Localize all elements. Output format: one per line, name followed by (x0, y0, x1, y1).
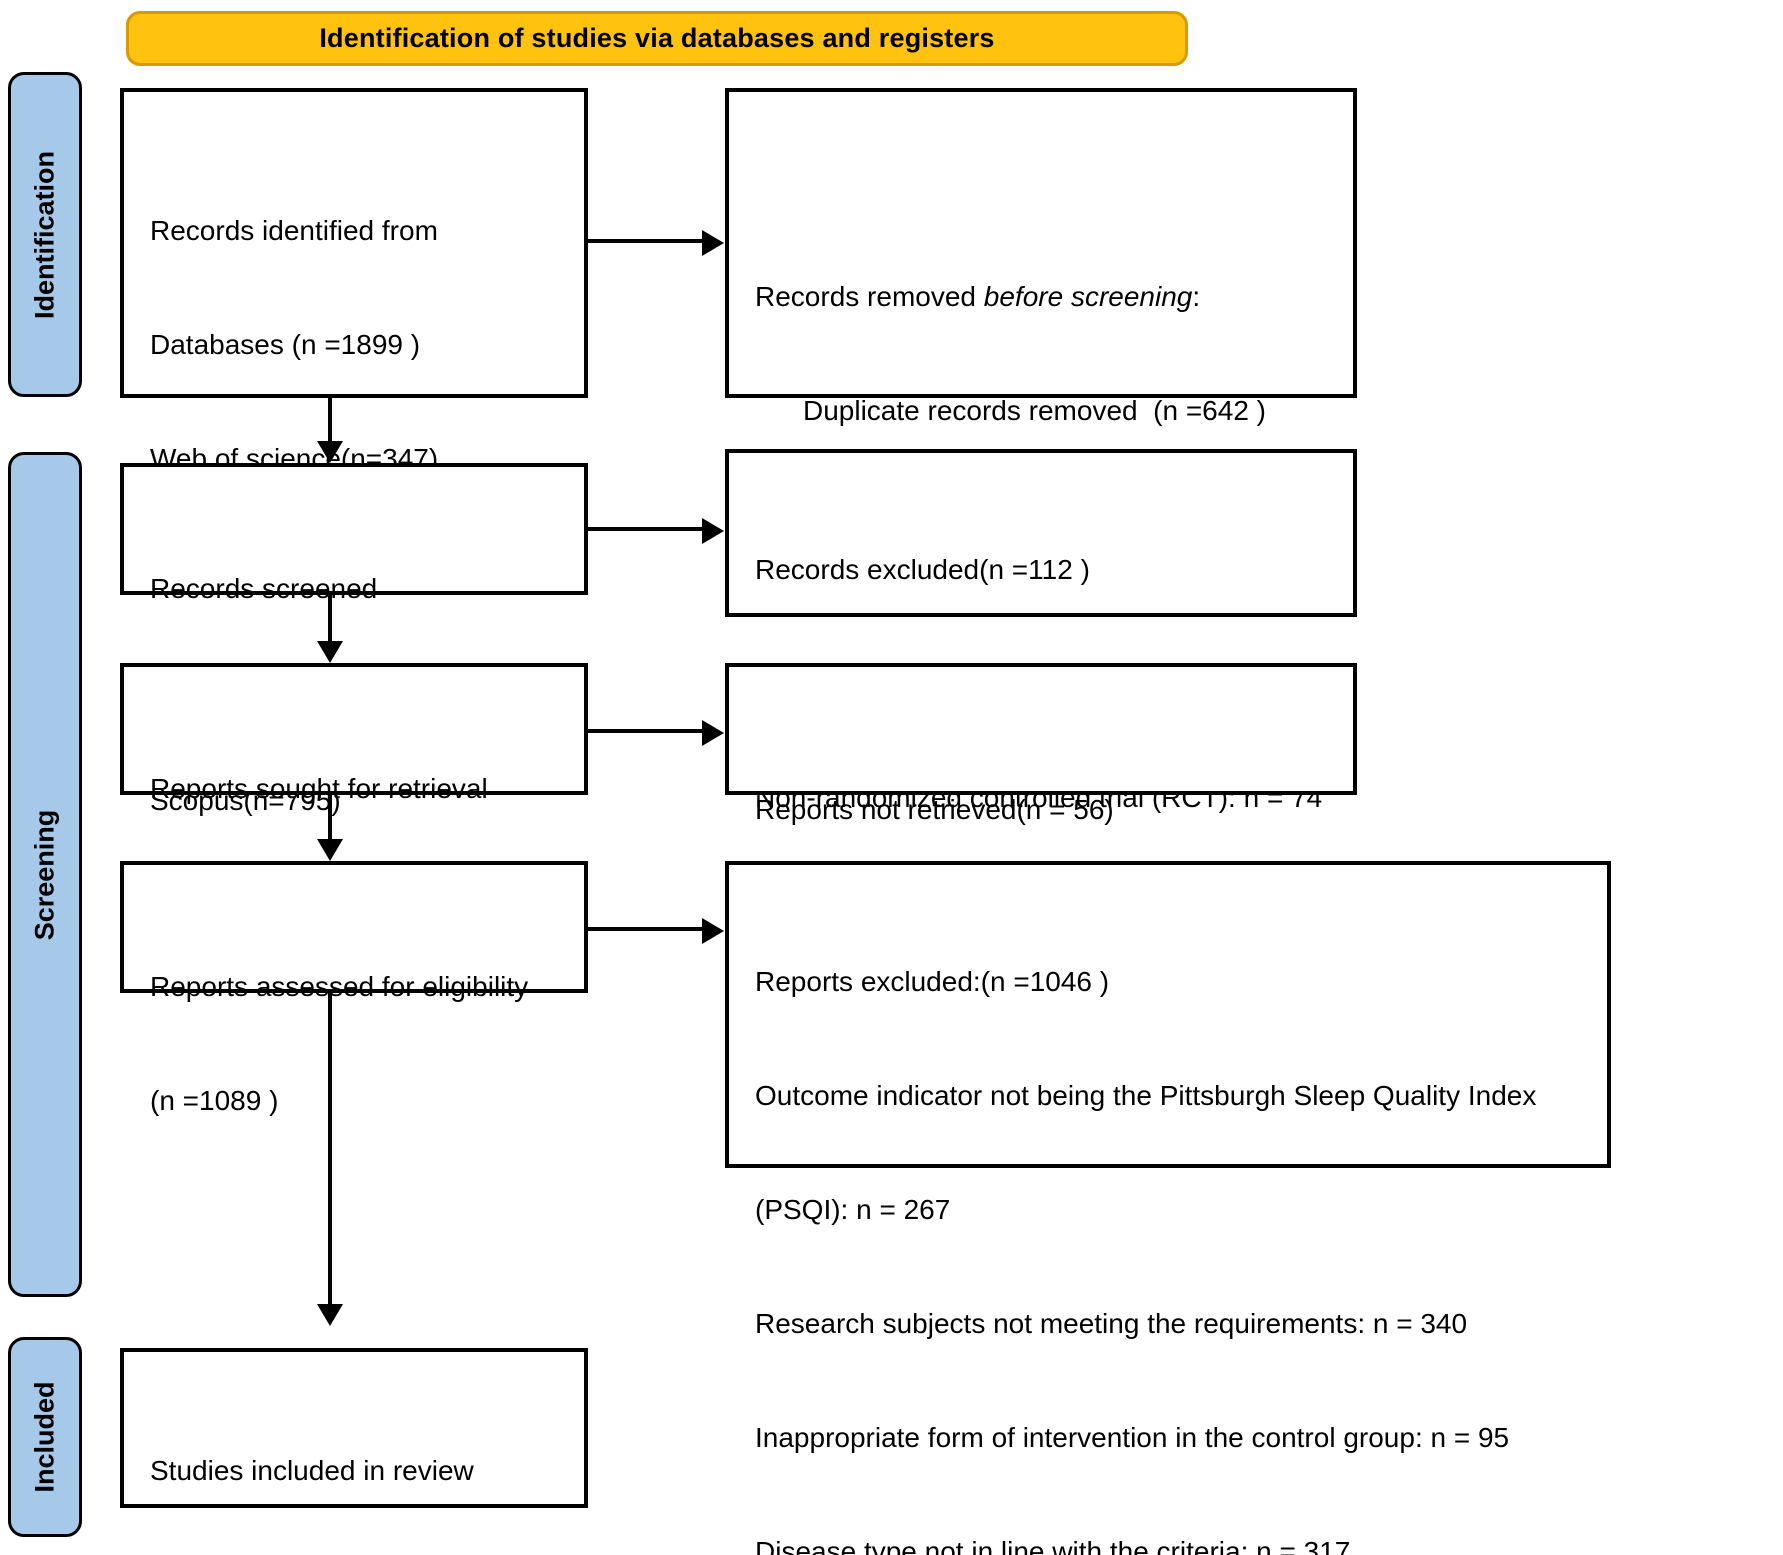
connector-assessed-to-reports-excluded (588, 927, 704, 931)
line: Records excluded(n =112 ) (755, 554, 1090, 585)
connector-sought-to-assessed (328, 795, 332, 839)
line: Inappropriate form of intervention in th… (755, 1422, 1510, 1453)
stage-included-text: Included (29, 1381, 60, 1493)
line: Outcome indicator not being the Pittsbur… (755, 1080, 1537, 1111)
arrowhead-down-icon (317, 641, 343, 663)
reports-not-retrieved-text: Reports not retrieved(n = 56) (755, 715, 1339, 905)
line: Research subjects not meeting the requir… (755, 1308, 1468, 1339)
line: Records identified from (150, 215, 438, 246)
stage-label-included: Included (8, 1337, 82, 1537)
line: Disease type not in line with the criter… (755, 1536, 1351, 1555)
arrowhead-right-icon (702, 918, 724, 944)
records-screened-box: Records screened (n = 1257) (120, 463, 588, 718)
line-italic-emphasis: before screening (983, 281, 1193, 312)
arrowhead-down-icon (317, 839, 343, 861)
arrowhead-right-icon (702, 230, 724, 256)
arrowhead-right-icon (702, 518, 724, 544)
connector-identified-to-removed (588, 239, 704, 243)
line: Records screened (150, 573, 378, 604)
line: Databases (n =1899 ) (150, 329, 421, 360)
line-suffix: : (1192, 281, 1201, 312)
records-identified-box: Records identified from Databases (n =18… (120, 88, 588, 930)
line: (n =1089 ) (150, 1085, 279, 1116)
studies-included-box: Studies included in review (n = 43) Repo… (120, 1348, 588, 1508)
reports-assessed-box: Reports assessed for eligibility (n =108… (120, 861, 588, 1116)
line-prefix: Records removed (755, 281, 984, 312)
line: Reports excluded:(n =1046 ) (755, 966, 1110, 997)
line: Reports not retrieved(n = 56) (755, 794, 1114, 825)
records-excluded-box: Records excluded(n =112 ) Non-English li… (725, 449, 1357, 927)
stage-label-identification: Identification (8, 72, 82, 397)
connector-screened-to-excluded (588, 527, 704, 531)
connector-assessed-to-included (328, 993, 332, 1304)
reports-excluded-box: Reports excluded:(n =1046 ) Outcome indi… (725, 861, 1611, 1555)
line: Reports sought for retrieval (150, 773, 488, 804)
connector-identified-to-screened (328, 398, 332, 443)
line: Studies included in review (150, 1455, 474, 1486)
records-removed-box: Records removed before screening: Duplic… (725, 88, 1357, 426)
line: Reports assessed for eligibility (150, 971, 529, 1002)
arrowhead-right-icon (702, 720, 724, 746)
line: (PSQI): n = 267 (755, 1194, 951, 1225)
arrowhead-down-icon (317, 1304, 343, 1326)
stage-label-screening: Screening (8, 452, 82, 1297)
stage-identification-text: Identification (29, 150, 60, 319)
line: Records removed before screening: (755, 278, 1339, 316)
reports-not-retrieved-box: Reports not retrieved(n = 56) (725, 663, 1357, 825)
reports-sought-box: Reports sought for retrieval (n =1145 ) (120, 663, 588, 918)
studies-included-text: Studies included in review (n = 43) Repo… (150, 1376, 570, 1555)
reports-assessed-text: Reports assessed for eligibility (n =108… (150, 892, 570, 1196)
connector-screened-to-sought (328, 595, 332, 641)
reports-excluded-text: Reports excluded:(n =1046 ) Outcome indi… (755, 887, 1593, 1555)
connector-sought-to-not-retrieved (588, 729, 704, 733)
stage-screening-text: Screening (29, 809, 60, 940)
records-removed-text: Records removed before screening: Duplic… (755, 202, 1339, 506)
arrowhead-down-icon (317, 441, 343, 463)
diagram-header-banner: Identification of studies via databases … (126, 11, 1188, 66)
line: Duplicate records removed (n =642 ) (803, 395, 1266, 426)
diagram-title: Identification of studies via databases … (319, 23, 995, 53)
